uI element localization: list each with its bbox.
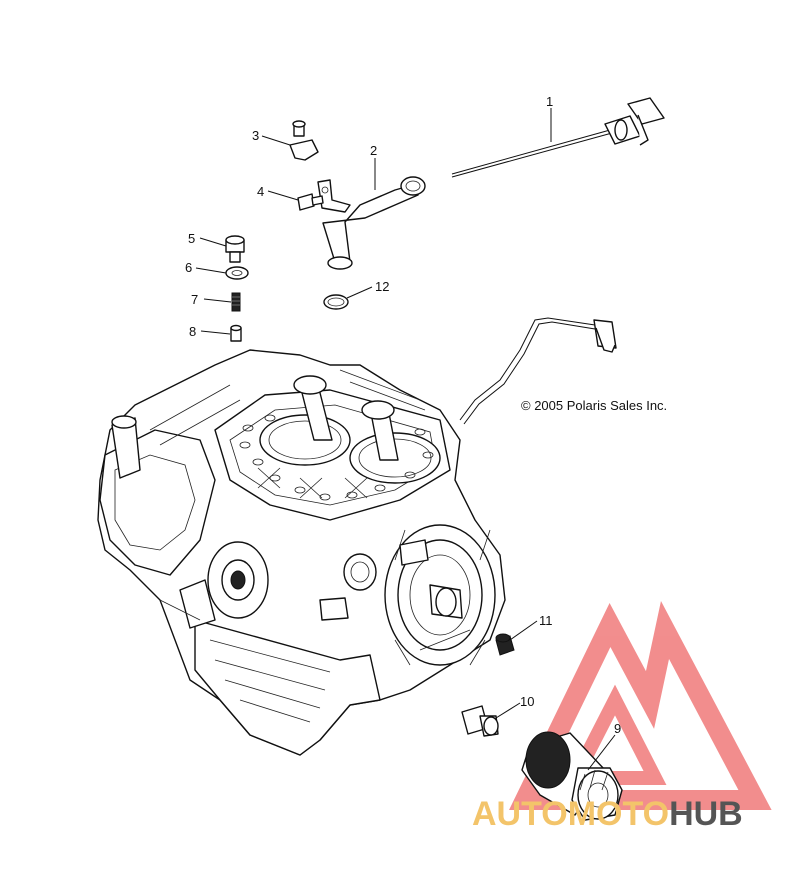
- part-9-oil-filter: [521, 731, 623, 821]
- part-5-drain-bolt: [225, 235, 245, 263]
- callout-12: 12: [375, 279, 389, 294]
- part-10-fitting: [461, 705, 499, 737]
- callout-labels: 1 2 3 4 5 6 7 8 9 10 11 12: [185, 94, 621, 736]
- copyright-notice: © 2005 Polaris Sales Inc.: [521, 398, 667, 413]
- part-4-bolt: [297, 193, 324, 211]
- callout-2: 2: [370, 143, 377, 158]
- callout-4: 4: [257, 184, 264, 199]
- part-1-dipstick: [451, 97, 665, 178]
- callout-6: 6: [185, 260, 192, 275]
- callout-10: 10: [520, 694, 534, 709]
- callout-11: 11: [539, 613, 553, 628]
- callout-3: 3: [252, 128, 259, 143]
- callout-5: 5: [188, 231, 195, 246]
- part-7-spring: [231, 292, 241, 312]
- callout-7: 7: [191, 292, 198, 307]
- part-6-washer: [225, 266, 249, 280]
- callout-9: 9: [614, 721, 621, 736]
- part-8-dowel: [230, 324, 242, 342]
- watermark-text: AUTOMOTOHUB: [472, 795, 743, 833]
- part-2-oil-fill-tube: [317, 176, 426, 270]
- part-12-o-ring: [323, 294, 349, 310]
- engine-crankcase: [97, 317, 617, 756]
- callout-8: 8: [189, 324, 196, 339]
- watermark-auto-text: AUTOMOTOHUB: [472, 795, 743, 833]
- part-3-clip: [289, 120, 319, 161]
- callout-1: 1: [546, 94, 553, 109]
- leader-lines: [195, 108, 616, 771]
- part-11-plug: [495, 633, 515, 656]
- deck-holes: [239, 414, 434, 501]
